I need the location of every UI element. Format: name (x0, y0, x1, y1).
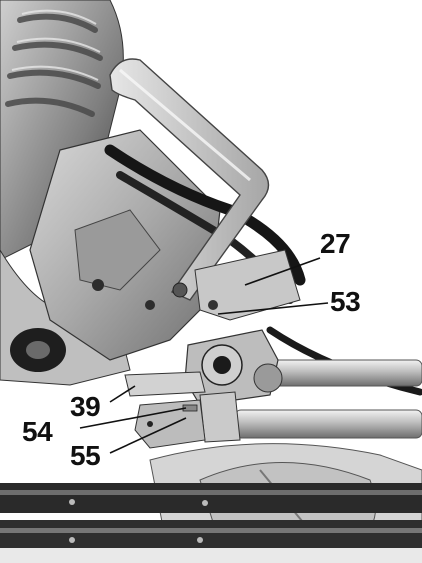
callout-54: 54 (22, 416, 53, 447)
callout-39: 39 (70, 391, 101, 422)
callout-53: 53 (330, 286, 361, 317)
callout-55: 55 (70, 440, 101, 471)
callout-27: 27 (320, 228, 351, 259)
